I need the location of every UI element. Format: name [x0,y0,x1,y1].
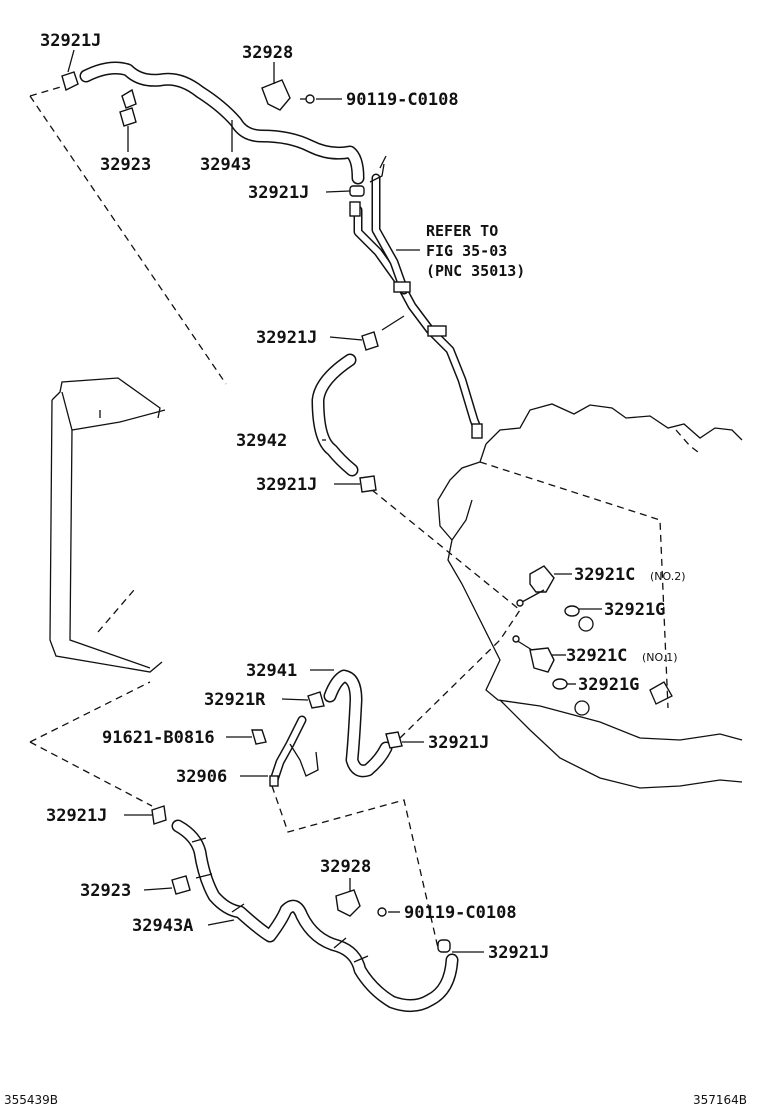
clamp-32928-top [261,79,291,111]
label-32928-a: 32928 [242,43,293,63]
label-32921j-f: 32921J [46,806,107,826]
footer-right-code: 357164B [693,1093,747,1107]
connector-32921c-no1 [512,635,555,673]
label-32943: 32943 [200,155,251,175]
clamp-32921j-d [359,475,377,493]
refer-line-1: REFER TO [426,222,498,240]
clamp-32921j-g [437,939,451,953]
clip-32923-bottom [171,875,191,895]
label-32943a: 32943A [132,916,193,936]
clamp-32921j-top-left [61,71,79,92]
label-32923-b: 32923 [80,881,131,901]
hose-32943a [171,819,459,1012]
label-32928-b: 32928 [320,857,371,877]
label-32921c-no2: 32921C [574,565,635,585]
label-32906: 32906 [176,767,227,787]
refer-line-3: (PNC 35013) [426,262,525,280]
clamp-32921r [307,691,325,709]
label-32921g-a: 32921G [604,600,665,620]
connector-32921c-no2 [516,565,555,607]
label-32921j-e: 32921J [428,733,489,753]
clip-32923-top [119,88,137,127]
label-32941: 32941 [246,661,297,681]
label-32921j-a: 32921J [40,31,101,51]
oring-32921g-a [564,605,580,617]
bolt-90119-bottom [377,907,387,917]
transmission-outline [437,403,743,789]
hose-32941 [323,669,393,778]
bolt-90119-top [300,94,315,104]
label-32923-a: 32923 [100,155,151,175]
footer-left-code: 355439B [4,1093,58,1107]
clamp-32921j-c [361,331,379,351]
label-32942: 32942 [236,431,287,451]
part-labels: 32921J 32928 90119-C0108 32923 32943 329… [40,31,686,963]
label-32921g-b: 32921G [578,675,639,695]
label-90119-a: 90119-C0108 [346,90,459,110]
label-90119-b: 90119-C0108 [404,903,517,923]
label-32921j-g: 32921J [488,943,549,963]
clamp-32921j-b [349,185,365,197]
label-32921c-no1: 32921C [566,646,627,666]
label-32921c-no1-suffix: (NO.1) [642,651,678,664]
leader-lines [67,49,602,953]
hose-32943 [79,61,365,185]
reference-dashed-lines [29,85,669,949]
label-32921j-d: 32921J [256,475,317,495]
bolt-91621 [251,729,267,745]
radiator-outline [49,377,166,673]
clamp-32921j-e [385,731,403,749]
oring-32921g-b [552,678,568,690]
label-32921j-b: 32921J [248,183,309,203]
pipe-32906 [269,715,319,787]
footer-codes: 355439B 357164B [4,1093,747,1107]
refer-line-2: FIG 35-03 [426,242,507,260]
label-32921j-c: 32921J [256,328,317,348]
pipe-assembly-refer [349,155,483,439]
clamp-32928-bottom [335,889,361,917]
clamp-32921j-f [151,805,167,825]
label-91621: 91621-B0816 [102,728,215,748]
label-32921r: 32921R [204,690,266,710]
label-32921c-no2-suffix: (NO.2) [650,570,686,583]
hose-32942 [311,353,359,477]
